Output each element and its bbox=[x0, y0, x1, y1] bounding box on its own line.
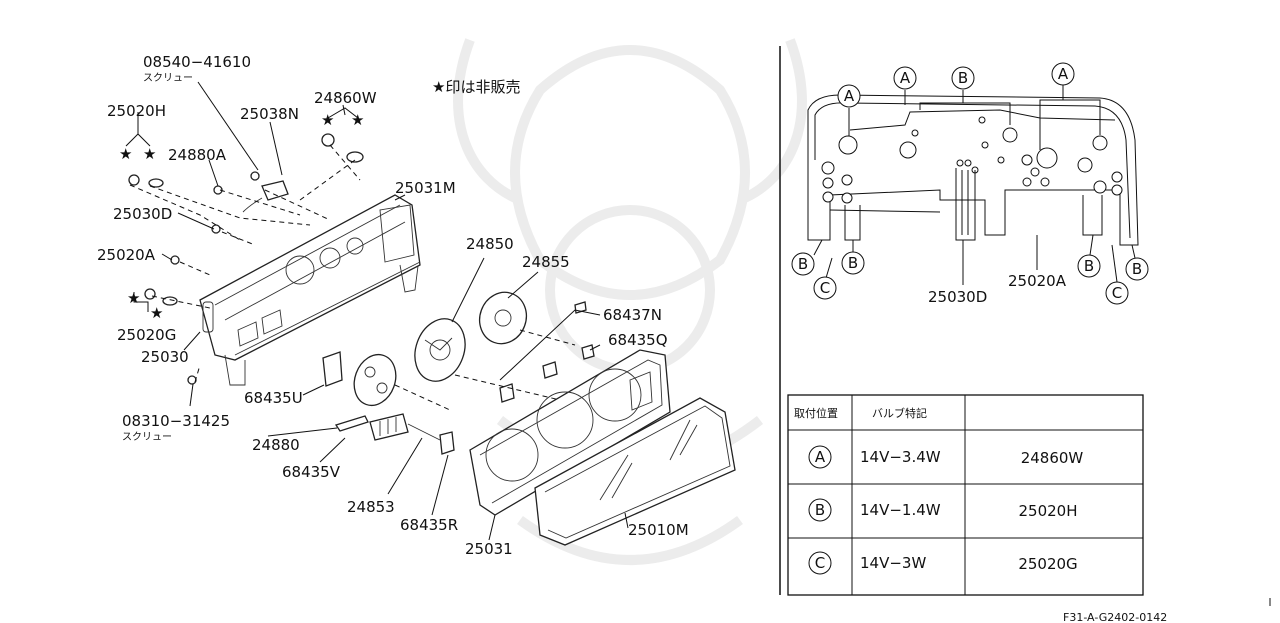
label-08310-31425: 08310−31425 bbox=[122, 412, 230, 430]
callout-A-right: A bbox=[1058, 65, 1069, 83]
star-note: ★印は非販売 bbox=[432, 78, 520, 96]
table-row-spec: 14V−3W bbox=[860, 554, 926, 572]
table-row-position: B bbox=[815, 501, 825, 519]
label-08540-41610: 08540−41610 bbox=[143, 53, 251, 71]
table-header-position: 取付位置 bbox=[794, 406, 838, 420]
bulb-schematic bbox=[807, 85, 1139, 285]
bulb-spec-table: 取付位置 バルブ特記 A 14V−3.4W 24860W B 14V−1.4W … bbox=[787, 394, 1144, 596]
part-labels: 08540−41610 スクリュー 25020H 24880A 25038N 2… bbox=[97, 53, 689, 558]
label-25020A: 25020A bbox=[97, 246, 156, 264]
table-row-position: C bbox=[815, 554, 825, 572]
label-25038N: 25038N bbox=[240, 105, 299, 123]
label-screw-top: スクリュー bbox=[143, 72, 193, 84]
label-24855: 24855 bbox=[522, 253, 570, 271]
label-68435U: 68435U bbox=[244, 389, 303, 407]
svg-text:★: ★ bbox=[321, 111, 334, 129]
callout-A-mid: A bbox=[900, 69, 911, 87]
label-25020G: 25020G bbox=[117, 326, 176, 344]
label-24850: 24850 bbox=[466, 235, 514, 253]
callout-C-1: C bbox=[820, 279, 830, 297]
label-25030: 25030 bbox=[141, 348, 189, 366]
callout-B-1: B bbox=[798, 255, 808, 273]
exploded-view: ★ ★ ★ ★ ★ ★ bbox=[119, 81, 736, 546]
label-24860W: 24860W bbox=[314, 89, 377, 107]
label-68435R: 68435R bbox=[400, 516, 458, 534]
label-68435V: 68435V bbox=[282, 463, 341, 481]
table-row-spec: 14V−1.4W bbox=[860, 501, 941, 519]
meter-housing-shape bbox=[199, 194, 421, 361]
callout-C-2: C bbox=[1112, 284, 1122, 302]
label-25031M: 25031M bbox=[395, 179, 456, 197]
table-row-position: A bbox=[815, 448, 826, 466]
table-row-spec: 14V−3.4W bbox=[860, 448, 941, 466]
diagram-code: F31-A-G2402-0142 bbox=[1063, 611, 1167, 623]
table-row-part: 25020H bbox=[1019, 502, 1078, 520]
label-25020H: 25020H bbox=[107, 102, 166, 120]
callout-B-top: B bbox=[958, 69, 968, 87]
schematic-label-25030D: 25030D bbox=[928, 288, 987, 306]
svg-text:★: ★ bbox=[150, 304, 163, 322]
callout-B-3: B bbox=[1084, 257, 1094, 275]
label-24880A: 24880A bbox=[168, 146, 227, 164]
label-25010M: 25010M bbox=[628, 521, 689, 539]
svg-text:★: ★ bbox=[119, 145, 132, 163]
label-25031: 25031 bbox=[465, 540, 513, 558]
callout-A-left: A bbox=[844, 87, 855, 105]
callout-B-4: B bbox=[1132, 260, 1142, 278]
schematic-label-25020A: 25020A bbox=[1008, 272, 1067, 290]
svg-text:★: ★ bbox=[143, 145, 156, 163]
bulb-sockets bbox=[821, 116, 1123, 204]
label-24853: 24853 bbox=[347, 498, 395, 516]
table-row-part: 25020G bbox=[1018, 555, 1077, 573]
table-row-part: 24860W bbox=[1021, 449, 1084, 467]
label-25030D: 25030D bbox=[113, 205, 172, 223]
callout-B-2: B bbox=[848, 254, 858, 272]
label-screw-bottom: スクリュー bbox=[122, 431, 172, 443]
schematic-callouts: A A B A B B C B C B 25030D 25020A bbox=[791, 62, 1149, 306]
label-24880: 24880 bbox=[252, 436, 300, 454]
label-68437N: 68437N bbox=[603, 306, 662, 324]
table-header-bulb-spec: バルブ特記 bbox=[872, 406, 927, 420]
front-panel-shape bbox=[469, 349, 671, 516]
glass-cover-shape bbox=[534, 397, 736, 546]
circuit-board-outline bbox=[807, 94, 1139, 246]
label-68435Q: 68435Q bbox=[608, 331, 668, 349]
